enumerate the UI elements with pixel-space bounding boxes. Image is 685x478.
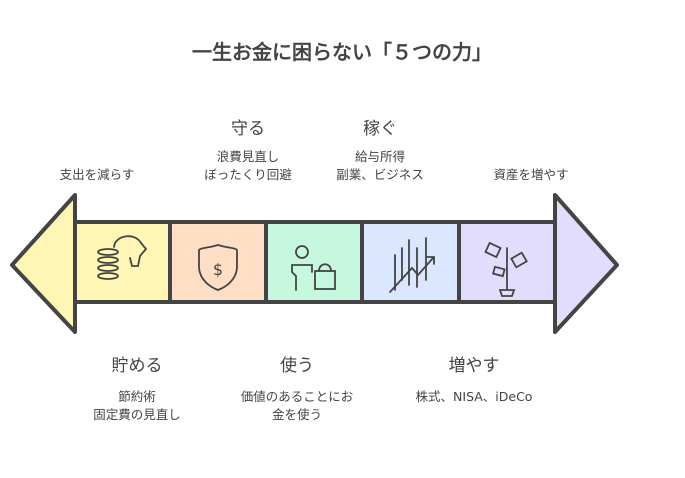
grow-description: 株式、NISA、iDeCo bbox=[415, 389, 533, 404]
box-spend bbox=[264, 220, 364, 304]
earn-desc-line2: 副業、ビジネス bbox=[336, 167, 424, 182]
save-description: 節約術固定費の見直し bbox=[93, 388, 181, 424]
piggy-bank-coins-icon bbox=[97, 235, 148, 280]
right-arrow-label: 資産を増やす bbox=[493, 167, 569, 182]
spend-desc-line1: 価値のあることにお bbox=[240, 389, 354, 404]
growth-chart-icon bbox=[389, 237, 435, 293]
earn-description: 給与所得副業、ビジネス bbox=[336, 148, 424, 184]
left-arrow-label: 支出を減らす bbox=[59, 167, 135, 182]
spend-desc-line2: 金を使う bbox=[271, 407, 323, 422]
save-heading: 貯める bbox=[111, 356, 163, 376]
shield-dollar-icon: $ bbox=[198, 244, 238, 291]
earn-heading: 稼ぐ bbox=[363, 119, 397, 139]
money-plant-icon bbox=[484, 241, 528, 297]
box-save bbox=[73, 220, 172, 304]
grow-heading: 増やす bbox=[448, 356, 500, 376]
protect-desc-line1: 浪費見直し bbox=[216, 149, 280, 164]
person-shopping-bag-icon bbox=[291, 245, 336, 291]
right-arrow-head bbox=[553, 193, 619, 334]
protect-desc-line2: ぼったくり回避 bbox=[204, 167, 292, 182]
save-desc-line2: 固定費の見直し bbox=[93, 407, 181, 422]
protect-description: 浪費見直しぼったくり回避 bbox=[204, 148, 292, 184]
svg-text:$: $ bbox=[213, 260, 223, 279]
earn-desc-line1: 給与所得 bbox=[354, 149, 406, 164]
diagram-title: 一生お金に困らない「５つの力」 bbox=[192, 40, 492, 64]
spend-description: 価値のあることにお金を使う bbox=[241, 388, 354, 424]
box-earn bbox=[360, 220, 461, 304]
spend-heading: 使う bbox=[280, 356, 314, 376]
left-arrow-head bbox=[10, 193, 77, 334]
save-desc-line1: 節約術 bbox=[118, 389, 156, 404]
protect-heading: 守る bbox=[231, 119, 265, 139]
